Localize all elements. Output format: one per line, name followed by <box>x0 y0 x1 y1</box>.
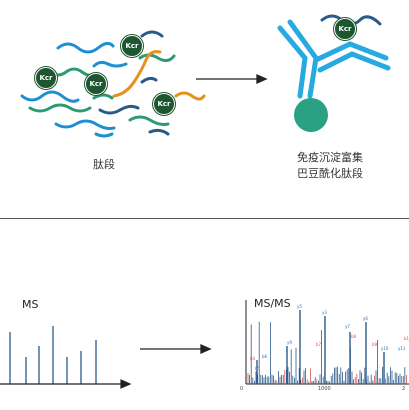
msms-peak-label: b9 <box>372 342 378 347</box>
top-panel-svg <box>20 14 391 138</box>
msms-title: MS/MS <box>254 297 291 310</box>
msms-peak-label: b5 <box>255 366 261 371</box>
kcr-badge: Kcr <box>334 18 356 40</box>
msms-peak-labels: y5 y3 y6 y9 y7 y11 y10 b6 b4 b5 b7 b8 b9 b11 <box>250 304 409 371</box>
peptide-strand <box>98 104 140 115</box>
peptide-strand <box>174 91 206 101</box>
peptide-strand <box>148 128 170 136</box>
peptides-caption: 肽段 <box>93 158 115 171</box>
peptide-group <box>20 30 206 138</box>
peptide-strand <box>138 53 176 63</box>
enrichment-caption-line2: 巴豆酰化肽段 <box>297 167 363 180</box>
msms-axes <box>245 300 409 385</box>
msms-tick-label: 1000 <box>318 386 331 392</box>
enrichment-caption-line1: 免疫沉淀富集 <box>297 151 363 164</box>
msms-peak-label: b11 <box>404 336 409 341</box>
bead <box>294 98 328 132</box>
msms-peak-label: b8 <box>351 334 357 339</box>
kcr-badge: Kcr <box>85 73 107 95</box>
kcr-badge: Kcr <box>35 67 57 89</box>
kcr-badge: Kcr <box>153 93 175 115</box>
msms-peak-label: b4 <box>250 356 256 361</box>
peptide-strand <box>140 30 164 38</box>
msms-peak-label: b7 <box>316 342 322 347</box>
antibody <box>277 19 391 99</box>
ms-title: MS <box>22 298 39 311</box>
peptide-strand <box>128 115 170 126</box>
top-arrow <box>196 73 268 85</box>
msms-peak-label: y6 <box>363 316 368 321</box>
msms-spectrum <box>247 310 407 384</box>
msms-peak-label: y11 <box>398 346 406 351</box>
msms-peak-label: y3 <box>322 310 327 315</box>
section-divider <box>0 218 409 219</box>
peptide-strand <box>92 93 114 100</box>
peptide-strand <box>92 60 128 68</box>
bottom-panel-svg: y5 y3 y6 y9 y7 y11 y10 b6 b4 b5 b7 b8 b9 b11 <box>0 300 409 389</box>
msms-tick-label: 0 <box>240 386 244 392</box>
kcr-badge: Kcr <box>121 35 143 57</box>
peptide-strand <box>56 41 115 54</box>
msms-peak-label: y5 <box>297 304 302 309</box>
msms-tick-label: 2 <box>402 386 406 392</box>
peptide-strand <box>28 103 92 113</box>
ms-x-axis <box>0 379 132 389</box>
peptide-strand <box>94 132 114 138</box>
bottom-arrow <box>140 343 212 355</box>
peptide-strand <box>20 90 80 103</box>
msms-peak-label: y7 <box>345 324 350 329</box>
ms-spectrum <box>9 326 97 384</box>
peptide-strand <box>112 50 162 98</box>
msms-peak-label: y10 <box>381 346 389 351</box>
peptide-strand <box>54 119 116 130</box>
msms-peak-label: b6 <box>262 354 268 359</box>
msms-peak-label: y9 <box>287 340 292 345</box>
peptide-strand <box>140 76 158 84</box>
